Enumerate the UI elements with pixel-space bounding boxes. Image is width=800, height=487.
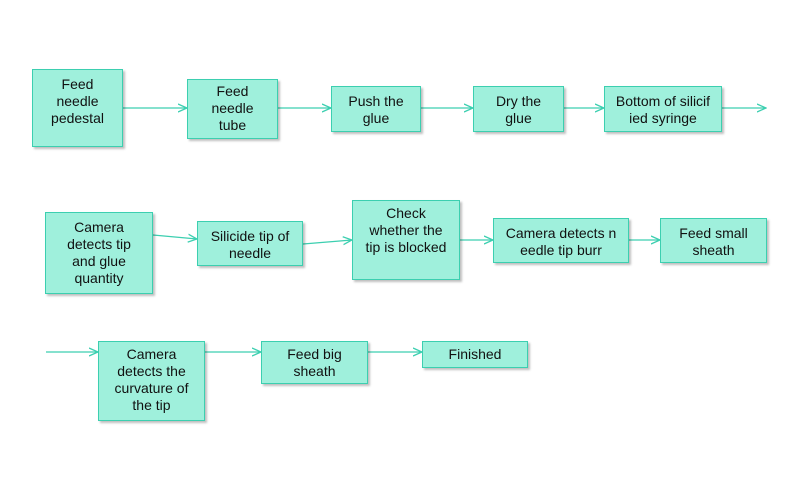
node-finished: Finished <box>422 341 528 368</box>
node-camera-detects-curvature: Camera detects the curvature of the tip <box>98 341 205 421</box>
node-silicide-tip-of-needle: Silicide tip of needle <box>197 221 303 266</box>
node-feed-needle-tube: Feed needle tube <box>187 79 278 139</box>
node-feed-small-sheath: Feed small sheath <box>660 218 767 263</box>
arrow-camera-to-silicide <box>152 235 197 239</box>
node-dry-the-glue: Dry the glue <box>473 86 564 132</box>
node-feed-big-sheath: Feed big sheath <box>261 341 368 384</box>
node-camera-detects-needle-tip-burr: Camera detects n eedle tip burr <box>493 218 629 263</box>
node-push-the-glue: Push the glue <box>331 86 421 132</box>
node-feed-needle-pedestal: Feed needle pedestal <box>32 69 123 147</box>
node-check-tip-blocked: Check whether the tip is blocked <box>352 200 460 280</box>
arrow-silicide-to-check <box>302 240 352 244</box>
node-camera-detects-tip-and-glue: Camera detects tip and glue quantity <box>45 212 153 294</box>
node-bottom-of-silicified-syringe: Bottom of silicif ied syringe <box>604 86 722 132</box>
